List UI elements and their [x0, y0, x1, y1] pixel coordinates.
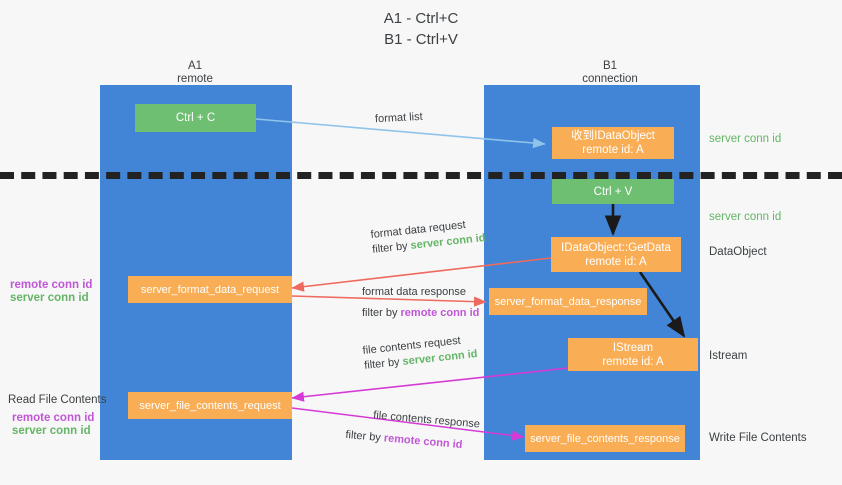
node-server-format-data-request[interactable]: server_format_data_request	[128, 276, 292, 303]
node-istream[interactable]: IStream remote id: A	[568, 338, 698, 371]
annotation-istream: Istream	[709, 350, 748, 362]
annotation-server-conn-id-top: server conn id	[709, 133, 782, 145]
file-contents-response-text: file contents response	[372, 409, 481, 431]
node-ctrl-c[interactable]: Ctrl + C	[135, 104, 256, 132]
annotation-read-file-contents: Read File Contents	[8, 394, 107, 406]
node-server-file-contents-response[interactable]: server_file_contents_response	[525, 425, 685, 452]
annotation-remote-conn-id-bottom: remote conn id	[12, 412, 95, 424]
file-contents-response-filter-value: remote conn id	[383, 432, 463, 452]
format-data-response-filter-value: remote conn id	[400, 307, 480, 319]
edge-label-format-data-response: format data response filter by remote co…	[362, 285, 479, 321]
node-received-idataobject[interactable]: 收到IDataObject remote id: A	[552, 127, 674, 159]
edge-label-file-contents-request: file contents request filter by server c…	[362, 332, 478, 374]
node-idataobject-getdata[interactable]: IDataObject::GetData remote id: A	[551, 237, 681, 272]
format-data-request-filter-prefix: filter by	[371, 239, 412, 256]
annotation-write-file-contents: Write File Contents	[709, 432, 807, 444]
annotation-server-conn-id-mid: server conn id	[709, 211, 782, 223]
format-data-response-filter-prefix: filter by	[362, 307, 401, 319]
edge-label-format-list-text: format list	[374, 110, 423, 126]
annotation-server-conn-id-left-bottom: server conn id	[12, 425, 91, 437]
lane-header-a1: A1 remote	[177, 60, 213, 85]
phase-divider	[0, 172, 842, 179]
node-server-format-data-response[interactable]: server_format_data_response	[489, 288, 647, 315]
node-server-file-contents-request[interactable]: server_file_contents_request	[128, 392, 292, 419]
page-title: A1 - Ctrl+C B1 - Ctrl+V	[383, 10, 459, 48]
edge-label-format-data-request: format data request filter by server con…	[370, 216, 486, 258]
file-contents-request-filter-prefix: filter by	[363, 355, 404, 372]
format-data-response-text: format data response	[362, 286, 466, 298]
lane-header-b1: B1 connection	[582, 60, 638, 85]
annotation-server-conn-id-left-top: server conn id	[10, 292, 89, 304]
annotation-remote-conn-id-top: remote conn id	[10, 279, 93, 291]
edge-label-format-list: format list	[375, 110, 423, 127]
node-ctrl-v[interactable]: Ctrl + V	[552, 179, 674, 204]
edge-label-file-contents-response: file contents response filter by remote …	[345, 406, 481, 454]
annotation-dataobject: DataObject	[709, 246, 767, 258]
file-contents-response-filter-prefix: filter by	[344, 428, 385, 445]
